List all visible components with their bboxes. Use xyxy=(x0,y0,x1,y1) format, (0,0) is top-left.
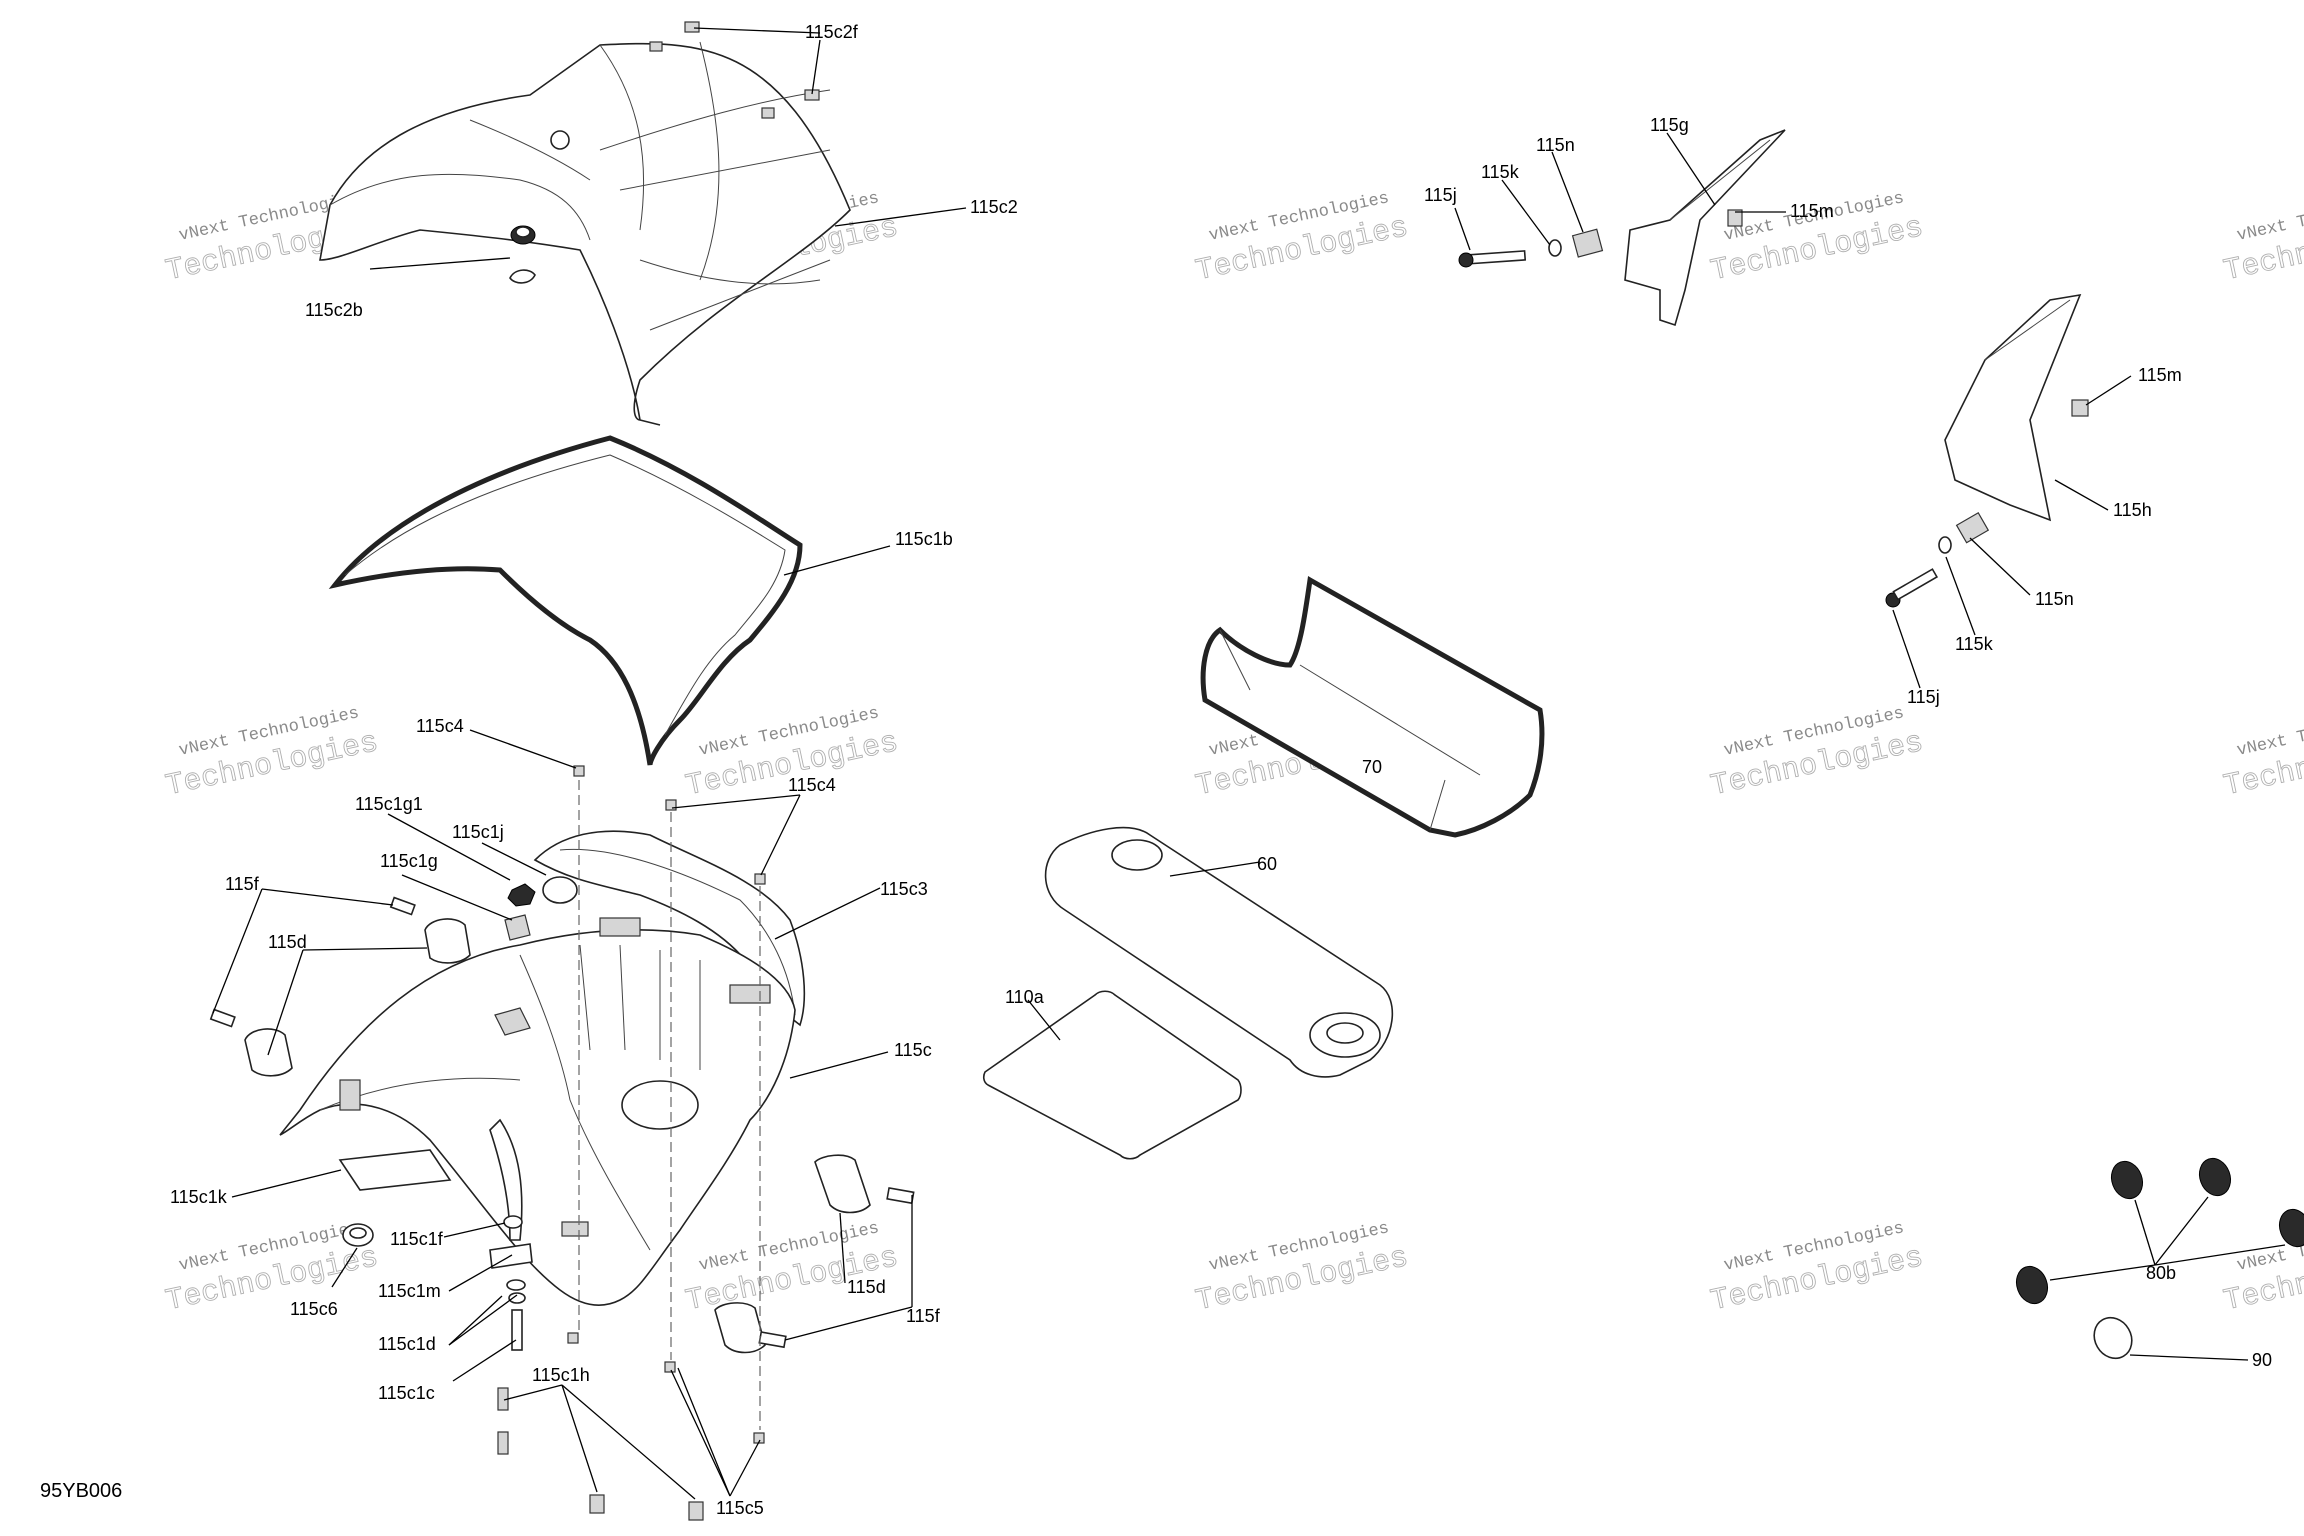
label-115c4-top: 115c4 xyxy=(416,716,464,736)
watermark-line1: vNext Technologies xyxy=(2235,189,2304,246)
label-115c1j: 115c1j xyxy=(452,822,504,842)
top-lid-part xyxy=(319,41,851,426)
label-115c1g: 115c1g xyxy=(380,851,438,871)
label-115c1g1: 115c1g1 xyxy=(355,794,423,814)
watermark-line1: vNext Technologies xyxy=(2235,704,2304,761)
label-115c2: 115c2 xyxy=(970,197,1018,217)
label-115j-top: 115j xyxy=(1424,185,1457,205)
callout-labels: 115c2f 115c2 115c2b 115c1b 115c4 115c4 1… xyxy=(40,22,2272,1518)
label-115j-right: 115j xyxy=(1907,687,1940,707)
label-115c5: 115c5 xyxy=(716,1498,764,1518)
label-115c1d: 115c1d xyxy=(378,1334,436,1354)
label-115c: 115c xyxy=(894,1040,932,1060)
watermark: vNext Technologies Technologies xyxy=(1192,189,1411,289)
seal-part xyxy=(328,435,803,766)
label-115d-right: 115d xyxy=(847,1277,886,1297)
label-60: 60 xyxy=(1257,854,1277,874)
label-115c2b: 115c2b xyxy=(305,300,363,320)
label-115g: 115g xyxy=(1650,115,1689,135)
label-115m-top: 115m xyxy=(1790,201,1834,221)
label-115c6: 115c6 xyxy=(290,1299,338,1319)
label-80b: 80b xyxy=(2146,1263,2176,1283)
latch-part xyxy=(509,225,536,284)
label-115n-top: 115n xyxy=(1536,135,1575,155)
watermark: vNext Technologies Technologies xyxy=(1707,704,1926,804)
label-115c3: 115c3 xyxy=(880,879,928,899)
label-115d-left: 115d xyxy=(268,932,307,952)
label-115c1m: 115c1m xyxy=(378,1281,441,1301)
leader-lines xyxy=(212,27,2286,1500)
bracket-right-part xyxy=(1885,293,2089,608)
label-90: 90 xyxy=(2252,1350,2272,1370)
nut-part xyxy=(504,876,578,941)
label-115k-right: 115k xyxy=(1955,634,1994,654)
label-115c1b: 115c1b xyxy=(895,529,953,549)
label-115c1h: 115c1h xyxy=(532,1365,590,1385)
diagram-code: 95YB006 xyxy=(40,1480,122,1502)
label-70: 70 xyxy=(1362,757,1382,777)
watermark: vNext Technologies Technologies xyxy=(682,1219,901,1320)
bracket-left-part xyxy=(1458,129,1786,327)
bushing-bolt-part xyxy=(714,1154,915,1354)
frame-part xyxy=(1200,576,1545,838)
label-115c1k: 115c1k xyxy=(170,1187,228,1207)
screw-part xyxy=(573,765,766,885)
main-box-part xyxy=(279,917,796,1306)
label-115c1c: 115c1c xyxy=(378,1383,435,1403)
label-115c2f: 115c2f xyxy=(805,22,859,42)
label-115h: 115h xyxy=(2113,500,2152,520)
roll-part xyxy=(1044,826,1394,1078)
knob-part xyxy=(2015,1157,2304,1360)
plate-part xyxy=(338,1149,452,1191)
watermark: vNext Technologies Technologies xyxy=(2220,704,2304,804)
front-cap-part xyxy=(533,830,806,1027)
clip-part xyxy=(649,21,820,119)
watermark: vNext Technologies Technologies xyxy=(162,704,381,804)
label-115n-right: 115n xyxy=(2035,589,2074,609)
watermark: vNext Technologies Technologies xyxy=(1707,1219,1926,1320)
pad-part xyxy=(982,990,1242,1160)
label-115k-top: 115k xyxy=(1481,162,1520,182)
label-110a: 110a xyxy=(1005,987,1045,1007)
watermark: vNext Technologies Technologies xyxy=(1192,1219,1411,1320)
label-115f-left: 115f xyxy=(225,874,260,894)
label-115c4-right: 115c4 xyxy=(788,775,836,795)
label-115f-right: 115f xyxy=(906,1306,941,1326)
pin-part xyxy=(497,1332,765,1521)
label-115m-right: 115m xyxy=(2138,365,2182,385)
alignment-lines xyxy=(578,780,761,1430)
label-115c1f: 115c1f xyxy=(390,1229,444,1249)
grommet-part xyxy=(342,1223,374,1247)
watermark: vNext Technologies Technologies xyxy=(2220,189,2304,289)
